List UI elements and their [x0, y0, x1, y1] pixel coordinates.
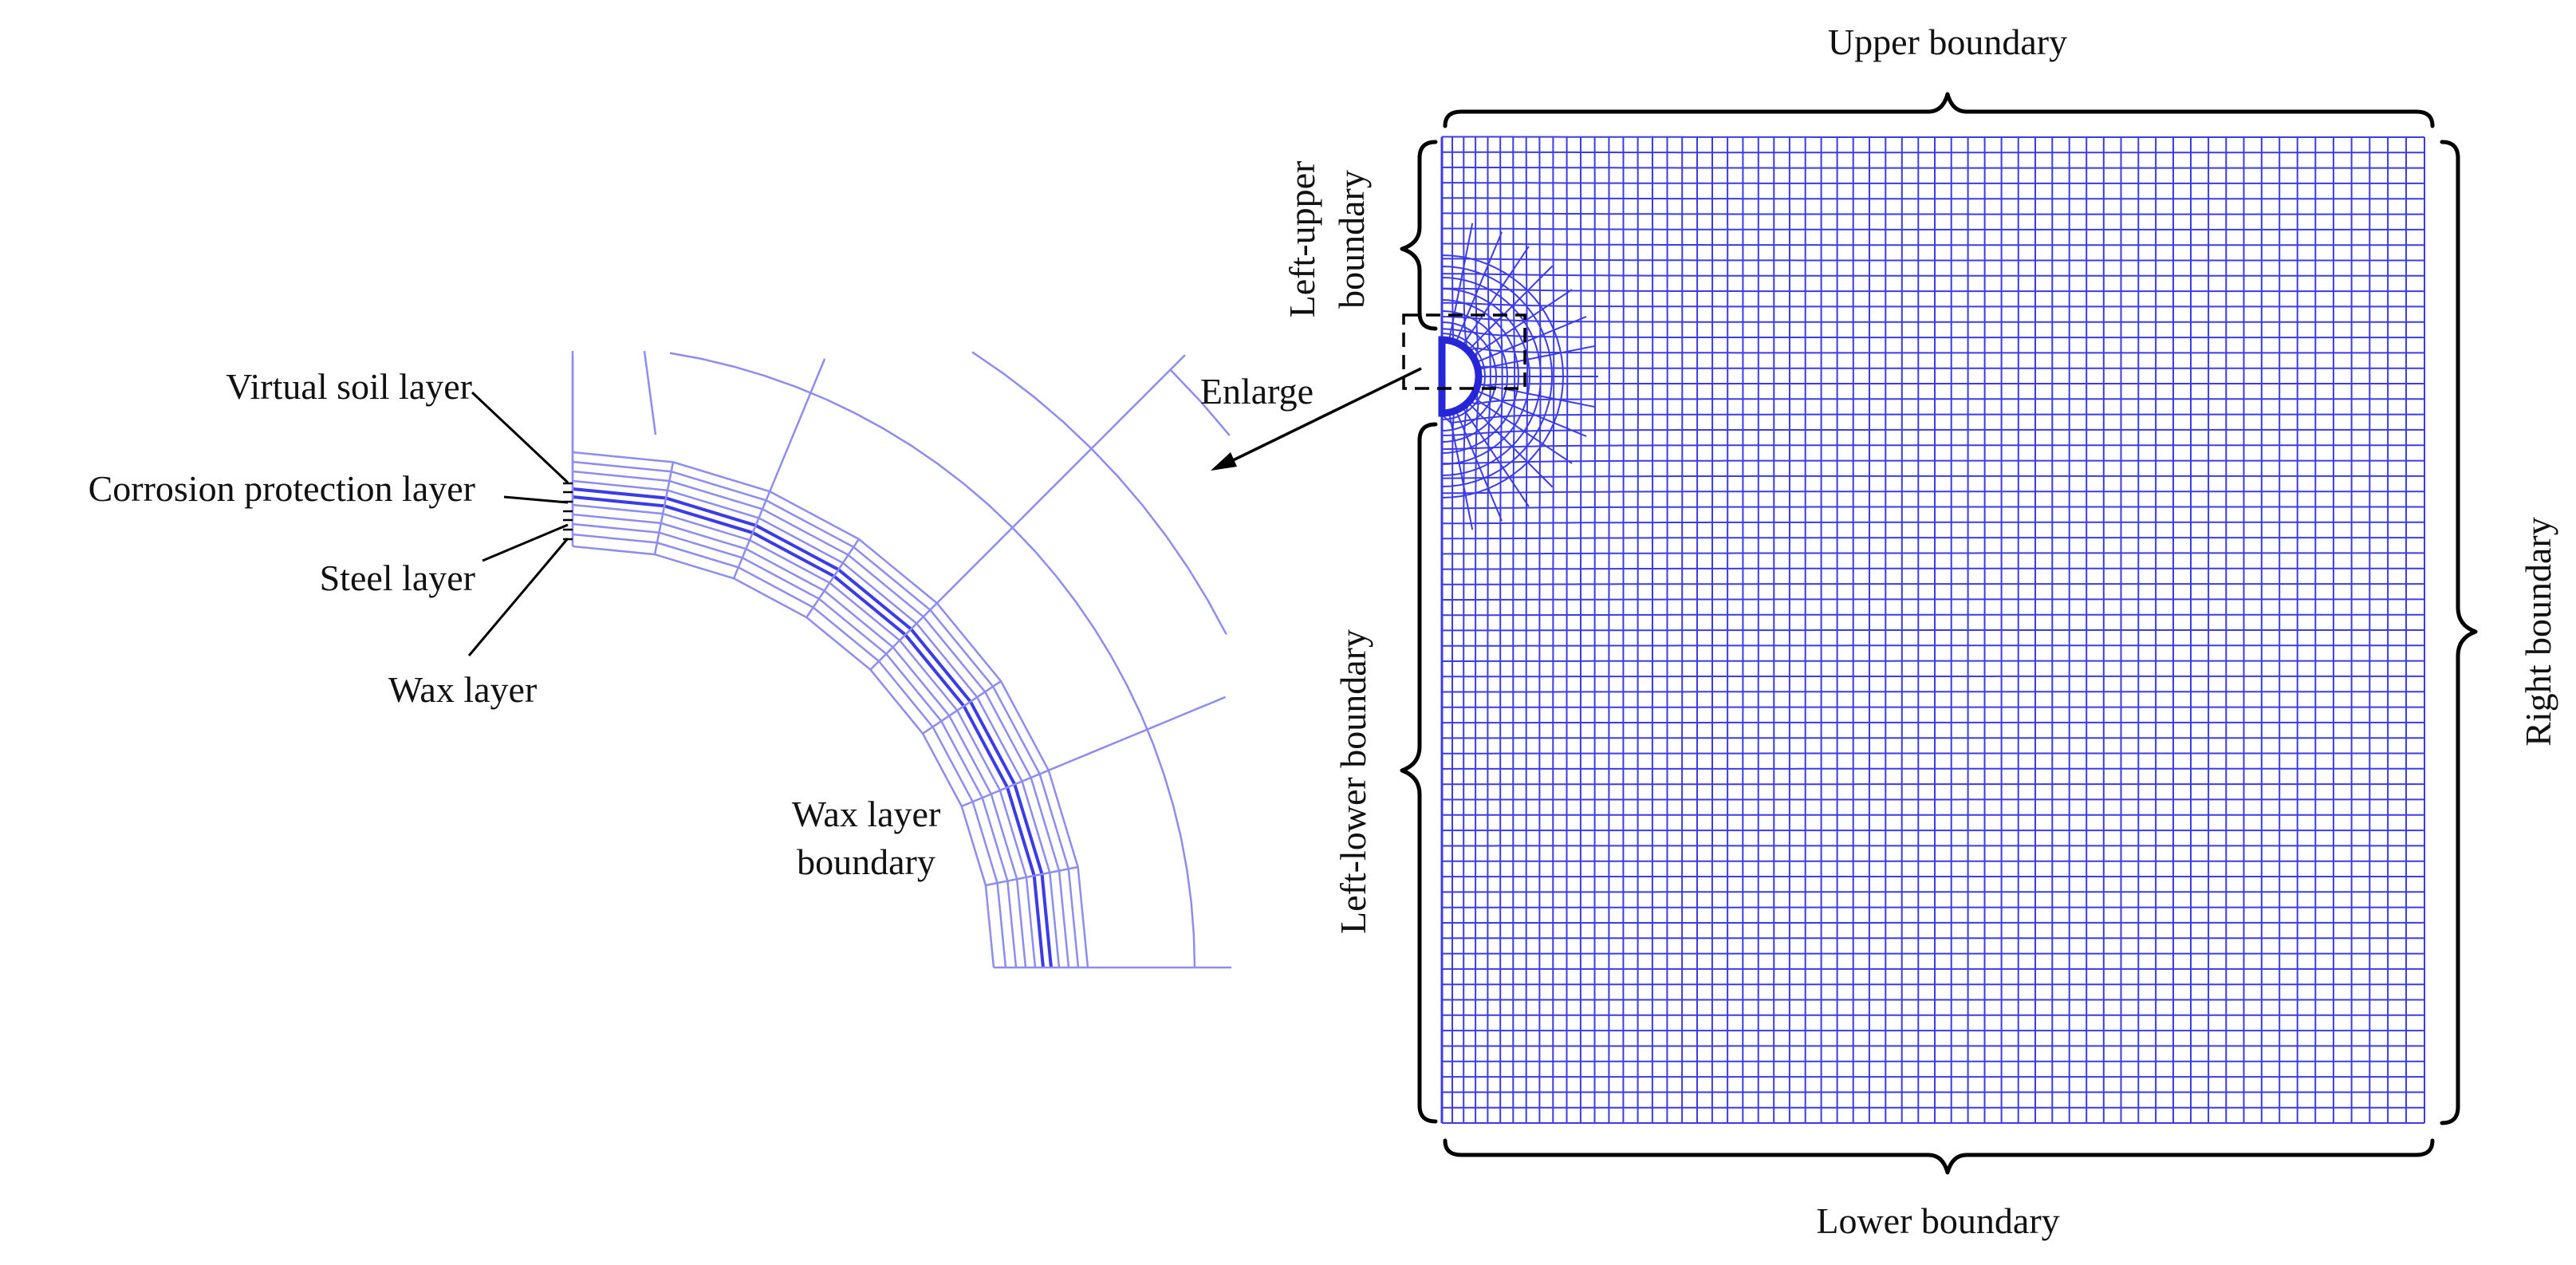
mesh-radial-line	[1455, 231, 1503, 343]
wall-radial-spoke	[653, 462, 675, 555]
left-upper-boundary-brace	[1400, 140, 1438, 331]
soil-radial-line	[1048, 696, 1227, 771]
wall-radial-spoke	[985, 865, 1078, 887]
mesh-horizontal-line	[1441, 337, 2424, 369]
pipe-cutout	[1438, 336, 1483, 417]
mesh-radial-line	[1477, 383, 1596, 408]
mesh-horizontal-line	[1441, 301, 2424, 308]
mesh-horizontal-line	[1442, 583, 2424, 585]
wall-radial-spoke	[732, 491, 771, 579]
mesh-grid-lines	[1440, 136, 2425, 1124]
mesh-horizontal-line	[1441, 337, 2424, 354]
soil-radial-line	[769, 358, 826, 492]
mesh-radial-line	[1467, 265, 1554, 352]
mesh-horizontal-line	[1441, 328, 2424, 339]
mesh-ring-line	[1441, 333, 1487, 420]
mesh-horizontal-line	[1442, 151, 2424, 154]
steel-layer-label: Steel layer	[320, 558, 475, 598]
wax-layer-boundary-label-line2: boundary	[797, 841, 935, 882]
mesh-ring-line	[1441, 277, 1542, 476]
mesh-horizontal-line	[1441, 413, 2424, 424]
layer-leader-lines	[467, 391, 573, 656]
mesh-horizontal-line	[1442, 552, 2424, 555]
mesh-horizontal-line	[1442, 613, 2424, 617]
mesh-horizontal-line	[1442, 136, 2424, 138]
mesh-horizontal-line	[1441, 383, 2424, 416]
enlarge-label: Enlarge	[1200, 371, 1314, 412]
mesh-horizontal-line	[1441, 316, 2424, 323]
mesh-radial-line	[1475, 316, 1587, 364]
wax-layer-label: Wax layer	[388, 669, 538, 710]
left-lower-boundary-brace	[1400, 422, 1438, 1124]
mesh-radial-line	[1461, 246, 1530, 347]
mesh-horizontal-line	[1442, 521, 2424, 525]
mesh-horizontal-line	[1442, 475, 2424, 479]
mesh-horizontal-line	[1442, 242, 2424, 246]
mesh-radial-line	[1461, 406, 1530, 507]
mesh-radial-line	[1475, 389, 1587, 437]
enlarge-arrow	[1211, 367, 1422, 471]
enlarged-pipe-wall-mesh	[571, 350, 1231, 969]
mesh-horizontal-line	[1442, 459, 2424, 465]
wall-radial-spoke	[805, 538, 860, 618]
virtual-soil-layer-label: Virtual soil layer	[226, 366, 472, 407]
mesh-horizontal-line	[1441, 428, 2424, 436]
mesh-ring-line	[1441, 266, 1554, 487]
mesh-horizontal-line	[1441, 444, 2424, 451]
soil-ring-line	[971, 351, 1227, 635]
mesh-ring-line	[1441, 299, 1520, 454]
mesh-radial-line	[1477, 345, 1596, 370]
soil-ring-line	[1169, 368, 1231, 436]
left-upper-boundary-label-line1: Left-upper	[1282, 161, 1322, 318]
mesh-radial-line	[1467, 401, 1554, 488]
mesh-horizontal-line	[1442, 227, 2424, 231]
mesh-ring-line	[1441, 321, 1498, 432]
mesh-horizontal-line	[1442, 491, 2424, 495]
mesh-radial-line	[1471, 289, 1573, 357]
mesh-horizontal-line	[1442, 212, 2424, 215]
enlarge-box	[1402, 313, 1526, 390]
mesh-horizontal-line	[1441, 273, 2424, 277]
soil-radial-line	[935, 354, 1186, 605]
mesh-ring-line	[1441, 288, 1531, 465]
right-boundary-brace	[2440, 140, 2478, 1125]
lower-boundary-label: Lower boundary	[1816, 1200, 2059, 1241]
left-lower-boundary-label: Left-lower boundary	[1333, 629, 1373, 934]
corrosion-protection-layer-label: Corrosion protection layer	[89, 468, 475, 509]
soil-edge-line	[643, 350, 657, 435]
boundary-braces	[1400, 92, 2478, 1175]
upper-boundary-label: Upper boundary	[1828, 22, 2067, 62]
mesh-radial-line	[1455, 410, 1503, 522]
mesh-radial-line	[1448, 412, 1474, 530]
wall-radial-spoke	[869, 602, 938, 671]
full-domain-mesh	[1438, 136, 2425, 1124]
upper-boundary-brace	[1443, 92, 2435, 128]
right-boundary-label: Right boundary	[2518, 517, 2558, 746]
lower-boundary-brace	[1443, 1138, 2435, 1175]
mesh-radial-line	[1448, 223, 1474, 341]
wall-radial-spoke	[922, 680, 1002, 735]
mesh-ring-line	[1441, 254, 1565, 499]
mesh-horizontal-line	[1442, 258, 2424, 262]
mesh-horizontal-line	[1442, 166, 2424, 169]
wall-radial-spoke	[961, 769, 1050, 808]
mesh-horizontal-line	[1442, 506, 2424, 510]
mesh-horizontal-line	[1441, 287, 2424, 293]
mesh-horizontal-line	[1441, 398, 2424, 416]
mesh-horizontal-line	[1442, 598, 2424, 601]
mesh-radial-line	[1471, 396, 1573, 464]
mesh-ring-line	[1441, 310, 1509, 443]
wax-layer-boundary-label-line1: Wax layer	[792, 794, 941, 834]
left-upper-boundary-label-line2: boundary	[1331, 170, 1372, 309]
mesh-horizontal-line	[1442, 197, 2424, 200]
